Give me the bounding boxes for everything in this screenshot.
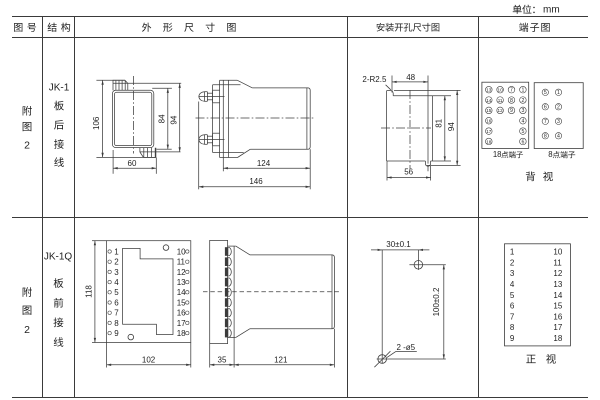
svg-text:3: 3 xyxy=(521,108,524,114)
svg-text:10: 10 xyxy=(553,248,562,257)
svg-text:102: 102 xyxy=(142,355,156,364)
svg-text:2-R2.5: 2-R2.5 xyxy=(362,75,387,84)
svg-text:5: 5 xyxy=(544,90,547,96)
svg-text:118: 118 xyxy=(84,285,93,298)
svg-text:14: 14 xyxy=(553,291,562,300)
svg-text:4: 4 xyxy=(557,134,560,140)
svg-text:3: 3 xyxy=(510,269,515,278)
svg-text:11: 11 xyxy=(553,258,562,267)
svg-text:5: 5 xyxy=(114,288,119,297)
svg-text:18: 18 xyxy=(493,150,502,159)
svg-text:6: 6 xyxy=(114,298,119,307)
svg-text:7: 7 xyxy=(510,312,515,321)
svg-text:JK-1: JK-1 xyxy=(49,83,70,94)
svg-text:4: 4 xyxy=(114,278,119,287)
svg-text:18: 18 xyxy=(486,139,492,144)
svg-text:94: 94 xyxy=(447,122,456,131)
svg-text:2: 2 xyxy=(114,258,119,267)
svg-text:2: 2 xyxy=(521,98,524,104)
svg-text:15: 15 xyxy=(553,302,562,311)
svg-text:14: 14 xyxy=(177,288,186,297)
svg-text:13: 13 xyxy=(553,280,562,289)
svg-text:7: 7 xyxy=(510,88,513,94)
svg-text:2: 2 xyxy=(24,140,30,152)
svg-text:JK-1Q: JK-1Q xyxy=(44,252,73,263)
svg-text:100±0.2: 100±0.2 xyxy=(432,287,441,316)
svg-text:8: 8 xyxy=(544,134,547,140)
svg-text:121: 121 xyxy=(274,355,288,364)
svg-text:16: 16 xyxy=(553,312,562,321)
svg-text:mm: mm xyxy=(543,5,560,16)
svg-text:2: 2 xyxy=(24,324,30,336)
svg-text:16: 16 xyxy=(486,119,492,124)
svg-text:14: 14 xyxy=(486,98,492,103)
svg-text:1: 1 xyxy=(510,248,515,257)
svg-text:106: 106 xyxy=(92,116,101,130)
svg-text:4: 4 xyxy=(521,119,524,125)
svg-text:6: 6 xyxy=(510,302,515,311)
svg-text:13: 13 xyxy=(486,88,492,93)
svg-text:1: 1 xyxy=(521,88,524,94)
svg-text:146: 146 xyxy=(249,177,263,186)
svg-text:9: 9 xyxy=(510,334,515,343)
svg-text:94: 94 xyxy=(170,115,179,124)
svg-text:13: 13 xyxy=(177,278,186,287)
svg-text:2: 2 xyxy=(557,105,560,111)
svg-text:60: 60 xyxy=(128,159,137,168)
svg-text:10: 10 xyxy=(177,247,186,256)
svg-text:3: 3 xyxy=(114,268,119,277)
svg-text:10: 10 xyxy=(498,88,504,93)
svg-text:9: 9 xyxy=(510,108,513,114)
svg-text:1: 1 xyxy=(557,90,560,96)
svg-text:2: 2 xyxy=(510,258,515,267)
svg-text:3: 3 xyxy=(557,119,560,125)
svg-text:7: 7 xyxy=(114,309,119,318)
svg-text:7: 7 xyxy=(544,119,547,125)
svg-text:17: 17 xyxy=(486,129,492,134)
svg-text:15: 15 xyxy=(486,108,492,113)
svg-text:6: 6 xyxy=(544,105,547,111)
svg-text:8: 8 xyxy=(114,319,119,328)
svg-text:11: 11 xyxy=(177,258,186,267)
svg-text:5: 5 xyxy=(510,291,515,300)
svg-text:18: 18 xyxy=(177,329,186,338)
svg-text:56: 56 xyxy=(404,168,413,177)
svg-text:81: 81 xyxy=(434,118,443,127)
svg-text:18: 18 xyxy=(553,334,562,343)
svg-text:6: 6 xyxy=(521,139,524,145)
svg-text:35: 35 xyxy=(218,355,227,364)
svg-text:48: 48 xyxy=(406,73,415,82)
svg-text:17: 17 xyxy=(553,323,562,332)
svg-text:124: 124 xyxy=(257,159,271,168)
svg-text:2 -ø5: 2 -ø5 xyxy=(396,343,415,352)
svg-text:17: 17 xyxy=(177,319,186,328)
svg-text:15: 15 xyxy=(177,298,186,307)
svg-text:5: 5 xyxy=(521,129,524,135)
svg-text:8: 8 xyxy=(510,98,513,104)
svg-text:12: 12 xyxy=(553,269,562,278)
svg-text:4: 4 xyxy=(510,280,515,289)
svg-text:9: 9 xyxy=(114,329,119,338)
svg-text:30±0.1: 30±0.1 xyxy=(386,240,411,249)
svg-text:12: 12 xyxy=(177,268,186,277)
svg-text:8: 8 xyxy=(548,150,552,159)
svg-text:12: 12 xyxy=(498,108,504,113)
svg-text:11: 11 xyxy=(498,98,503,103)
svg-text:1: 1 xyxy=(114,247,119,256)
svg-text:84: 84 xyxy=(157,114,166,123)
svg-text:8: 8 xyxy=(510,323,515,332)
svg-text:16: 16 xyxy=(177,309,186,318)
